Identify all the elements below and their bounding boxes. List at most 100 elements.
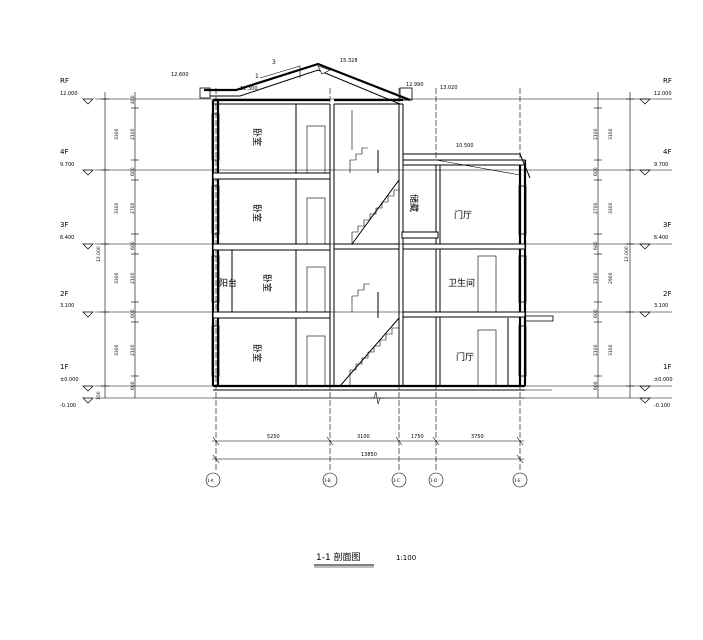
roof: 12.600 12.300 15.328 12.990 13.020 10.50… [171,58,531,179]
dim-bottom-3: 1750 [411,434,424,440]
level-triangle-icon [639,397,651,404]
axis-bubble-1b [322,472,338,488]
level-name-4f-left: 4F [60,148,68,156]
bottom-dimensions: 5250 3100 1750 3750 13850 [212,434,524,464]
room-bedroom-3f: 卧室 [251,204,263,222]
stairs [339,110,400,387]
dim-left-inner-8: 2100 [130,344,136,356]
roof-elev-right-eave: 12.990 [406,82,424,88]
level-name-1f-right: 1F [663,363,671,371]
roof-elev-ridge: 15.328 [340,58,358,64]
dim-left-inner-2: 2100 [130,128,136,140]
room-bedroom-1f: 卧室 [251,344,263,362]
dim-bottom-total: 13850 [361,452,377,458]
roof-elev-lower: 10.500 [456,143,474,149]
level-name-4f-right: 4F [663,148,671,156]
roof-slope-rise: 1 [255,73,259,80]
dim-right-inner-4: 600 [593,241,599,250]
dim-right-inner-7: 2100 [593,344,599,356]
dim-left-inner-1: 400 [130,95,136,104]
axis-label-1d: 1-D [430,478,437,483]
room-bathroom: 卫生间 [448,277,475,289]
level-triangle-icon [82,397,94,404]
dim-bottom-1: 5250 [267,434,280,440]
level-elev-2f-left: 3.100 [60,303,74,309]
room-bedroom-2f: 卧室 [261,274,273,292]
level-elev-3f-left: 6.400 [60,235,74,241]
building-section [211,98,554,399]
dim-right-total: 12.000 [624,246,630,262]
axis-bubble-1c [391,472,407,488]
drawing-scale: 1:100 [396,554,416,562]
level-triangle-icon [82,243,94,250]
level-triangle-icon [82,169,94,176]
axis-label-1c: 1-C [393,478,400,483]
axis-label-1e: 1-E [514,478,521,483]
roof-elev-right-eave-low: 13.020 [440,85,458,91]
dim-right-outer-4: 3100 [608,344,614,356]
left-dimension-chains: 3300 3300 3300 3300 12.000 100 400 2100 … [96,92,139,400]
break-symbol [370,391,384,405]
level-markers-left: RF 12.000 4F 9.700 3F 6.400 2F 3.100 1F … [60,77,94,409]
dim-left-inner-6: 2100 [130,272,136,284]
level-elev-rf-right: 12.000 [654,91,672,97]
roof-elev-left-eave: 12.600 [171,72,189,78]
dim-left-inner-5: 600 [130,241,136,250]
level-elev-rf-left: 12.000 [60,91,78,97]
level-elev-2f-right: 3.100 [654,303,668,309]
room-storage: 储藏 [408,194,420,212]
level-triangle-icon [82,311,94,318]
dim-left-outer-3: 3300 [114,272,120,284]
level-triangle-icon [82,98,94,105]
dim-left-outer-4: 3300 [114,344,120,356]
room-labels: 卧室 卧室 卧室 卧室 阳台 储藏 门厅 卫生间 门厅 [219,128,475,363]
level-elev-4f-left: 9.700 [60,162,74,168]
axis-bubble-1e [512,472,528,488]
level-triangle-icon [639,243,651,250]
roof-slope-run: 3 [272,59,276,66]
dim-right-outer-1: 3100 [608,128,614,140]
axis-bubble-1d [428,472,444,488]
level-name-rf-right: RF [663,77,672,85]
level-elev-3f-right: 6.400 [654,235,668,241]
dim-right-inner-8: 600 [593,381,599,390]
axis-label-1a: 1-A [207,478,214,483]
level-name-rf-left: RF [60,77,69,85]
level-markers-right: RF 12.000 4F 9.700 3F 6.400 2F 3.100 1F … [639,77,673,409]
level-triangle-icon [639,169,651,176]
level-name-3f-left: 3F [60,221,68,229]
dim-right-inner-1: 2100 [593,128,599,140]
dim-right-inner-2: 600 [593,167,599,176]
level-triangle-icon [639,385,651,392]
dim-bottom-4: 3750 [471,434,484,440]
dim-right-inner-3: 2700 [593,202,599,214]
axis-bubbles: 1-A 1-B 1-C 1-D 1-E [205,472,528,488]
dim-right-inner-6: 600 [593,309,599,318]
dim-left-inner-3: 600 [130,167,136,176]
right-dimension-chains: 2100 600 2700 600 2100 600 2100 600 3100… [593,92,634,398]
level-triangle-icon [639,311,651,318]
drawing-title: 1-1 剖面图 1:100 [314,551,416,568]
level-elev-1f-right: ±0.000 [654,377,673,383]
room-bedroom-4f: 卧室 [251,128,263,146]
level-elev-4f-right: 9.700 [654,162,668,168]
room-hall-3f: 门厅 [454,209,472,221]
dim-plinth: 100 [96,391,102,400]
axis-bubble-1a [205,472,221,488]
dim-left-total: 12.000 [96,246,102,262]
dim-left-inner-9: 600 [130,381,136,390]
level-name-3f-right: 3F [663,221,671,229]
dim-left-outer-1: 3300 [114,128,120,140]
level-triangle-icon [82,385,94,392]
dim-right-outer-3: 2900 [608,272,614,284]
level-name-1f-left: 1F [60,363,68,371]
dim-left-outer-2: 3300 [114,202,120,214]
level-triangle-icon [639,98,651,105]
level-name-2f-right: 2F [663,290,671,298]
drawing-title-text: 1-1 剖面图 [316,551,361,563]
room-balcony: 阳台 [219,277,237,289]
dim-right-inner-5: 2100 [593,272,599,284]
room-hall-1f: 门厅 [456,351,474,363]
